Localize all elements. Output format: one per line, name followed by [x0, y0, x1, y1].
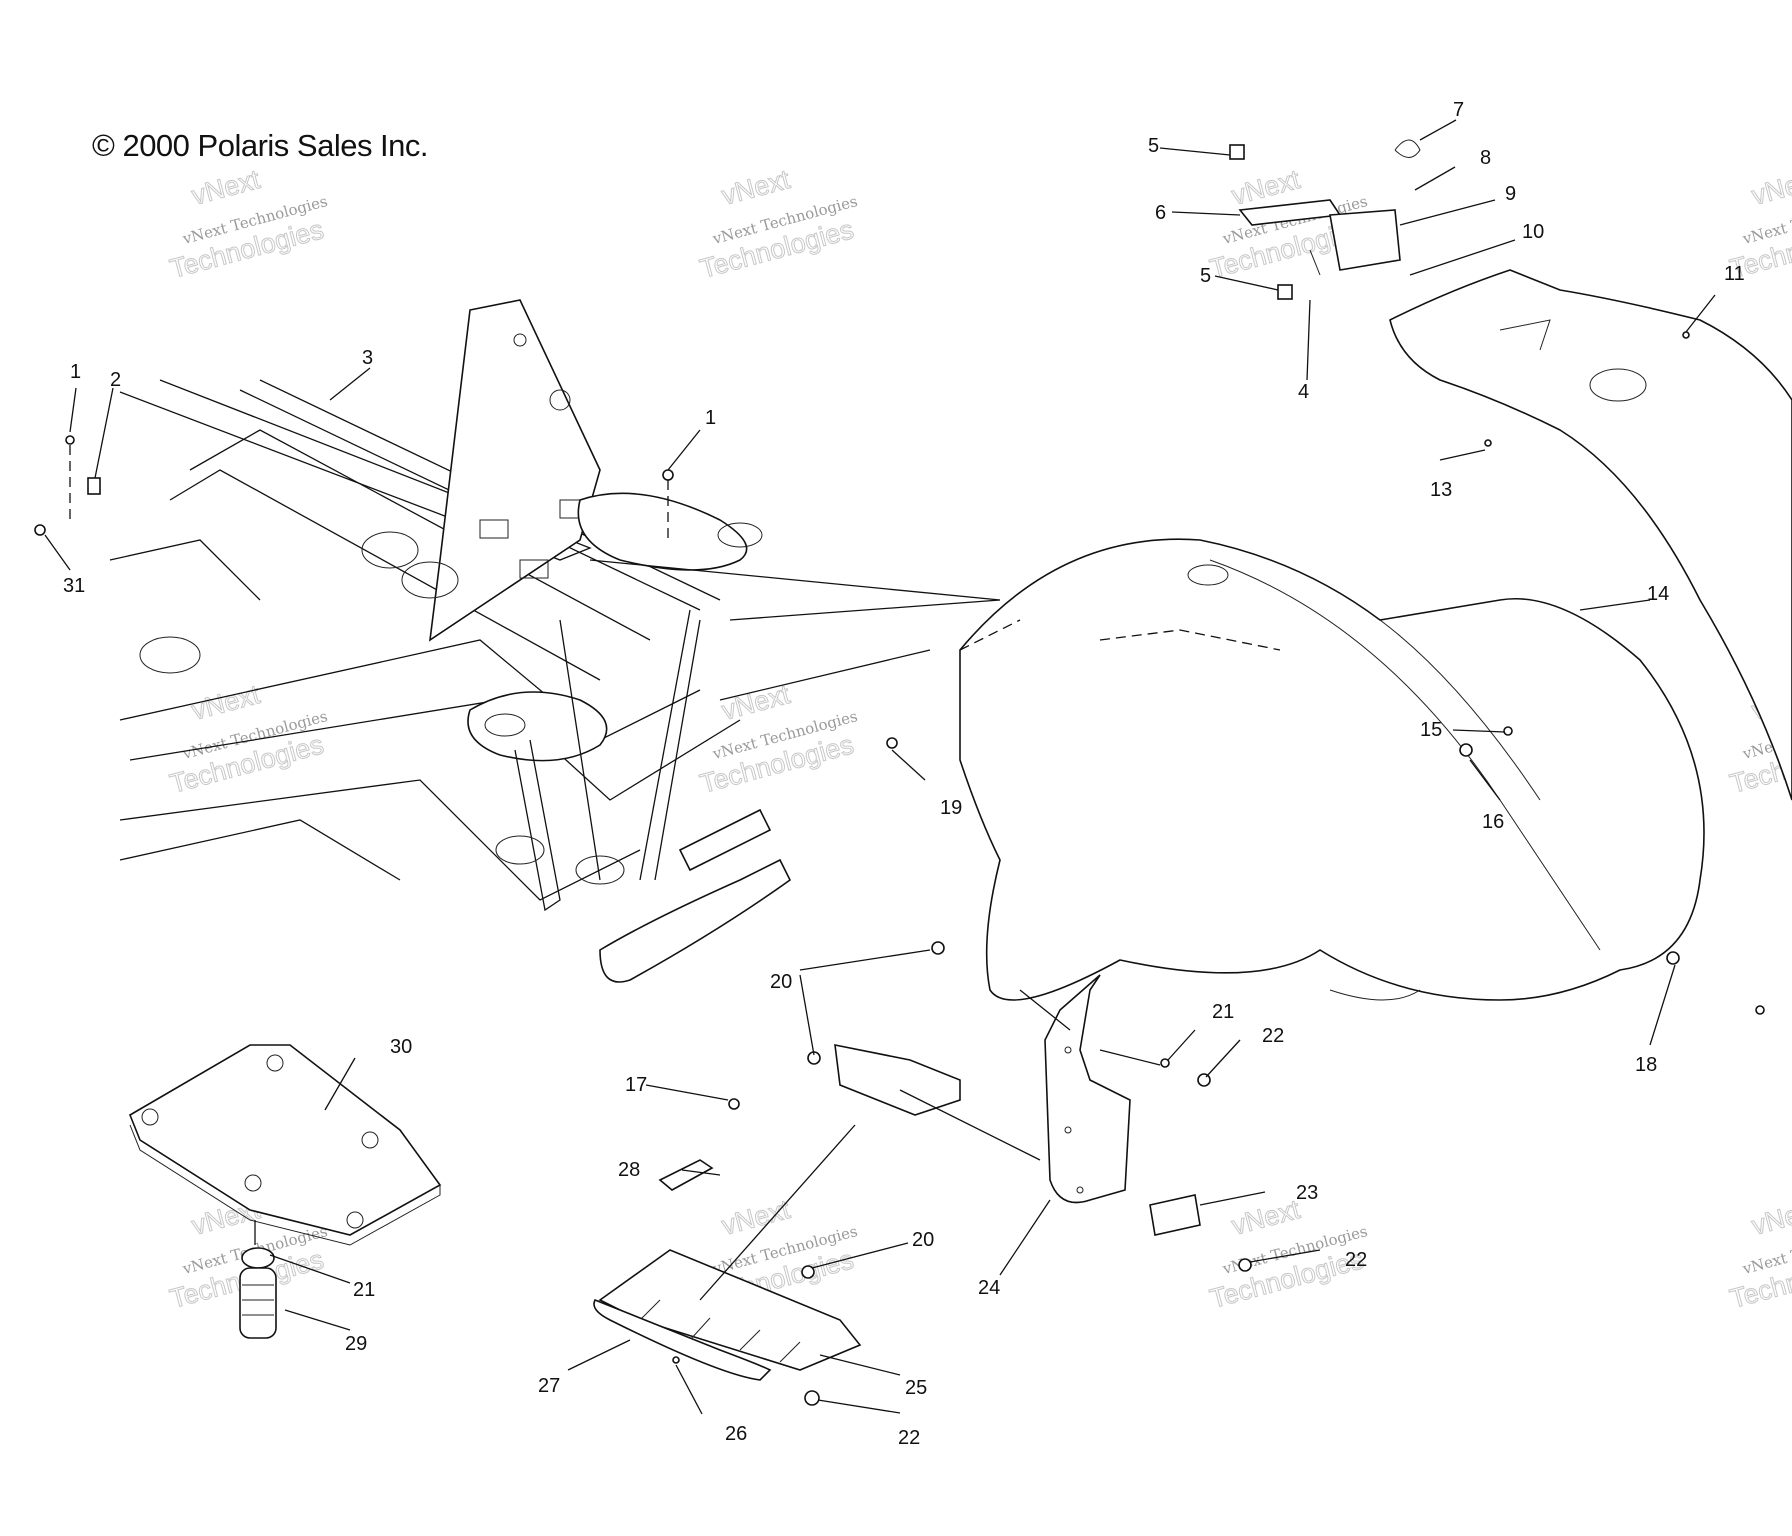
frame-illustration: [109, 299, 792, 983]
callout-31: 31: [63, 575, 86, 597]
rear-fender: [1389, 269, 1792, 801]
callout-9: 9: [1505, 183, 1517, 205]
callout-21a: 21: [1212, 1001, 1235, 1023]
front-fender: [959, 538, 1705, 1001]
callout-28: 28: [618, 1159, 641, 1181]
callout-11: 11: [1724, 263, 1745, 285]
callout-24: 24: [978, 1277, 1001, 1299]
bumper-pad: [239, 1247, 277, 1339]
callout-26: 26: [725, 1423, 748, 1445]
callout-21b: 21: [353, 1279, 376, 1301]
callout-19: 19: [940, 797, 963, 819]
callout-5b: 5: [1200, 265, 1212, 287]
plate: [1149, 1194, 1201, 1236]
callout-22b: 22: [1345, 1249, 1368, 1271]
leader-lines: [44, 119, 1716, 1415]
footrest: [593, 1043, 961, 1381]
watermark-brand-4: vNext: [1749, 164, 1792, 211]
tail-light: [1229, 139, 1421, 300]
callout-6: 6: [1155, 202, 1167, 224]
callout-20b: 20: [912, 1229, 935, 1251]
callout-7: 7: [1453, 99, 1465, 121]
callout-27: 27: [538, 1375, 561, 1397]
callout-25: 25: [905, 1377, 928, 1399]
skid-plate: [129, 1044, 442, 1246]
hardware: [34, 331, 1765, 1406]
copyright-notice: © 2000 Polaris Sales Inc.: [92, 128, 429, 163]
callout-15: 15: [1420, 719, 1443, 741]
callout-23: 23: [1296, 1182, 1319, 1204]
callout-1b: 1: [705, 407, 717, 429]
callout-30: 30: [390, 1036, 413, 1058]
callout-5a: 5: [1148, 135, 1160, 157]
watermark-brand-6: vNext: [719, 679, 794, 726]
callout-17: 17: [625, 1074, 648, 1096]
watermark-brand-10: vNext: [719, 1194, 794, 1241]
watermark-brand-12: vNext: [1749, 1194, 1792, 1241]
callout-2: 2: [110, 369, 122, 391]
mud-flap: [1044, 974, 1131, 1204]
callout-13: 13: [1430, 479, 1453, 501]
callout-14: 14: [1647, 583, 1670, 605]
callout-1a: 1: [70, 361, 82, 383]
callout-22c: 22: [898, 1427, 921, 1449]
watermark-brand-1: vNext: [189, 164, 264, 211]
callout-22a: 22: [1262, 1025, 1285, 1047]
callout-18: 18: [1635, 1054, 1658, 1076]
watermark-brand-2: vNext: [719, 164, 794, 211]
callout-8: 8: [1480, 147, 1492, 169]
callout-16: 16: [1482, 811, 1505, 833]
callout-10: 10: [1522, 221, 1545, 243]
callout-20a: 20: [770, 971, 793, 993]
callout-3: 3: [362, 347, 374, 369]
watermark-brand-11: vNext: [1229, 1194, 1304, 1241]
callout-29: 29: [345, 1333, 368, 1355]
callout-4: 4: [1298, 381, 1310, 403]
